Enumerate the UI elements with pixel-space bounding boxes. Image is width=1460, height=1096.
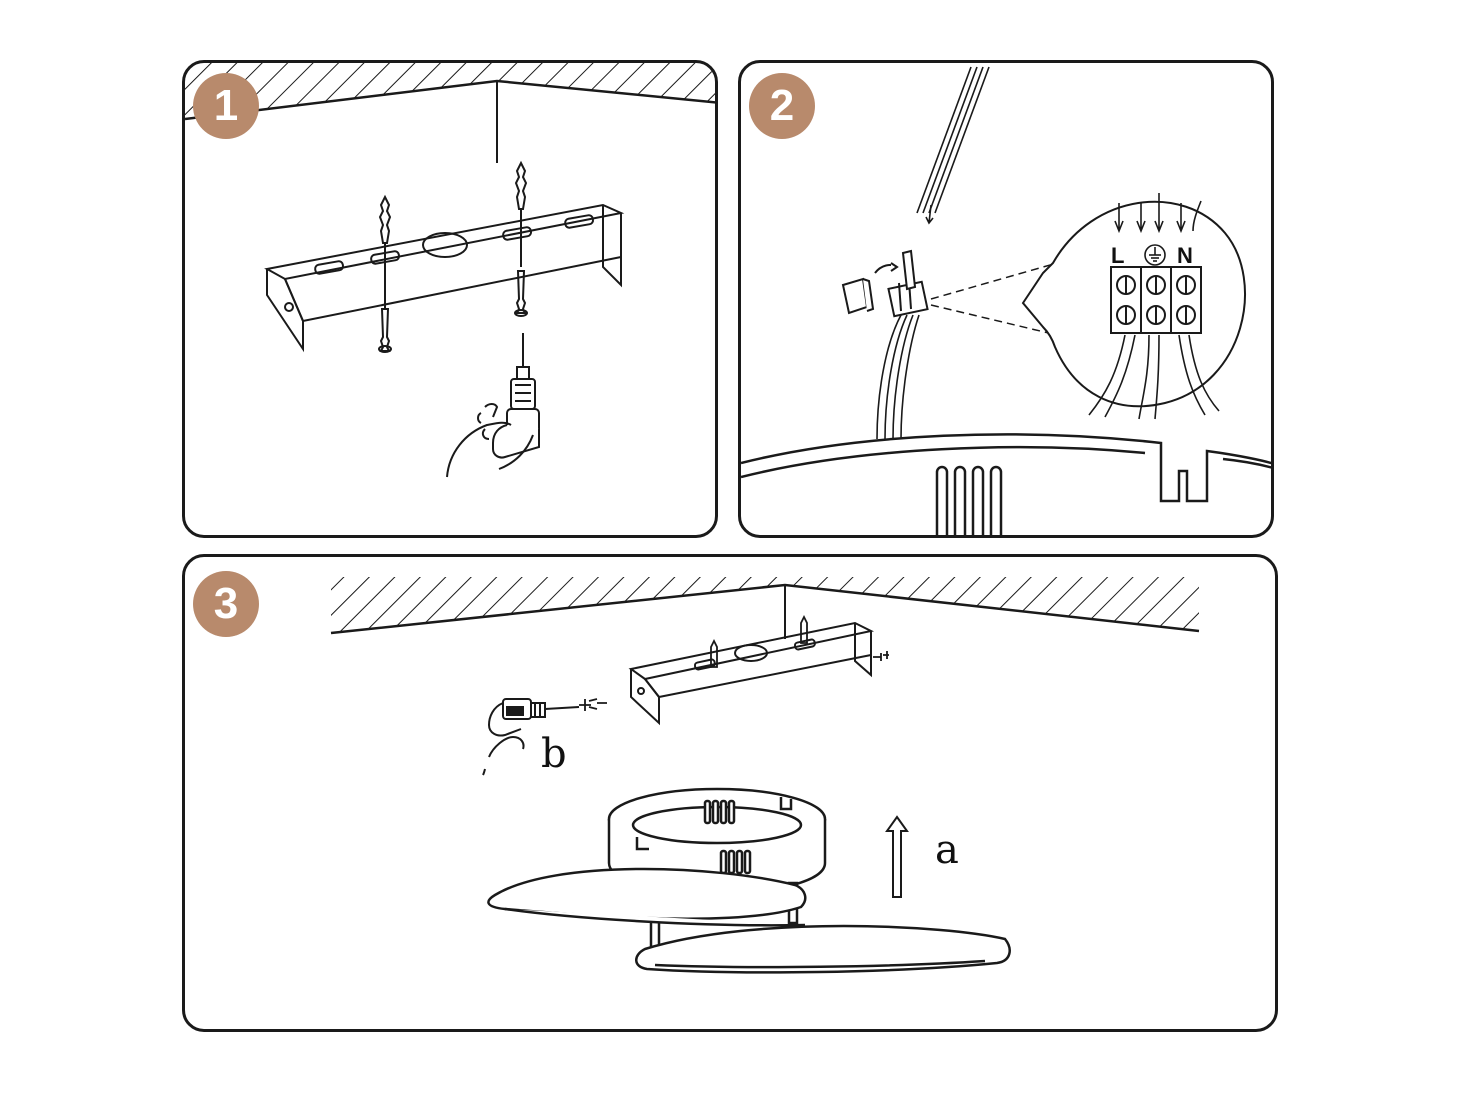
label-a: a <box>935 827 959 873</box>
hand-icon <box>482 702 525 776</box>
lamp-wires <box>876 314 920 440</box>
ceiling-wires <box>916 66 990 225</box>
screws <box>579 614 889 711</box>
step-2-badge: 2 <box>749 73 815 139</box>
lamp-ring <box>607 787 827 895</box>
step-1-panel: 1 <box>182 60 718 538</box>
step-2-panel: L N 2 <box>738 60 1274 538</box>
drill-icon <box>492 333 540 459</box>
terminal-label-live: L <box>1111 243 1125 268</box>
ground-symbol-icon <box>1144 244 1166 266</box>
up-arrow-icon <box>885 815 909 898</box>
hand-icon <box>446 403 534 478</box>
ceiling-hatch <box>185 63 715 119</box>
screw-left <box>378 194 392 353</box>
terminal-block-small <box>841 249 929 318</box>
mounting-bracket <box>628 621 875 726</box>
zoom-leader-lines <box>930 258 1072 336</box>
label-b: b <box>541 731 567 777</box>
step-3-panel: a b 3 <box>182 554 1278 1032</box>
lamp-spiral-band <box>487 867 1011 974</box>
step-1-badge: 1 <box>193 73 259 139</box>
terminal-label-neutral: N <box>1177 243 1193 268</box>
zoom-wires <box>1088 193 1220 420</box>
drill-icon <box>502 698 580 720</box>
mounting-bracket <box>264 203 625 353</box>
lamp-canopy <box>741 433 1271 535</box>
ceiling-hatch <box>331 577 1199 633</box>
terminal-block-large <box>1110 266 1202 334</box>
screw-right <box>514 160 528 317</box>
step-3-illustration <box>330 577 1200 974</box>
step-2-illustration <box>741 66 1271 535</box>
step-1-illustration <box>185 63 715 478</box>
step-3-badge: 3 <box>193 571 259 637</box>
